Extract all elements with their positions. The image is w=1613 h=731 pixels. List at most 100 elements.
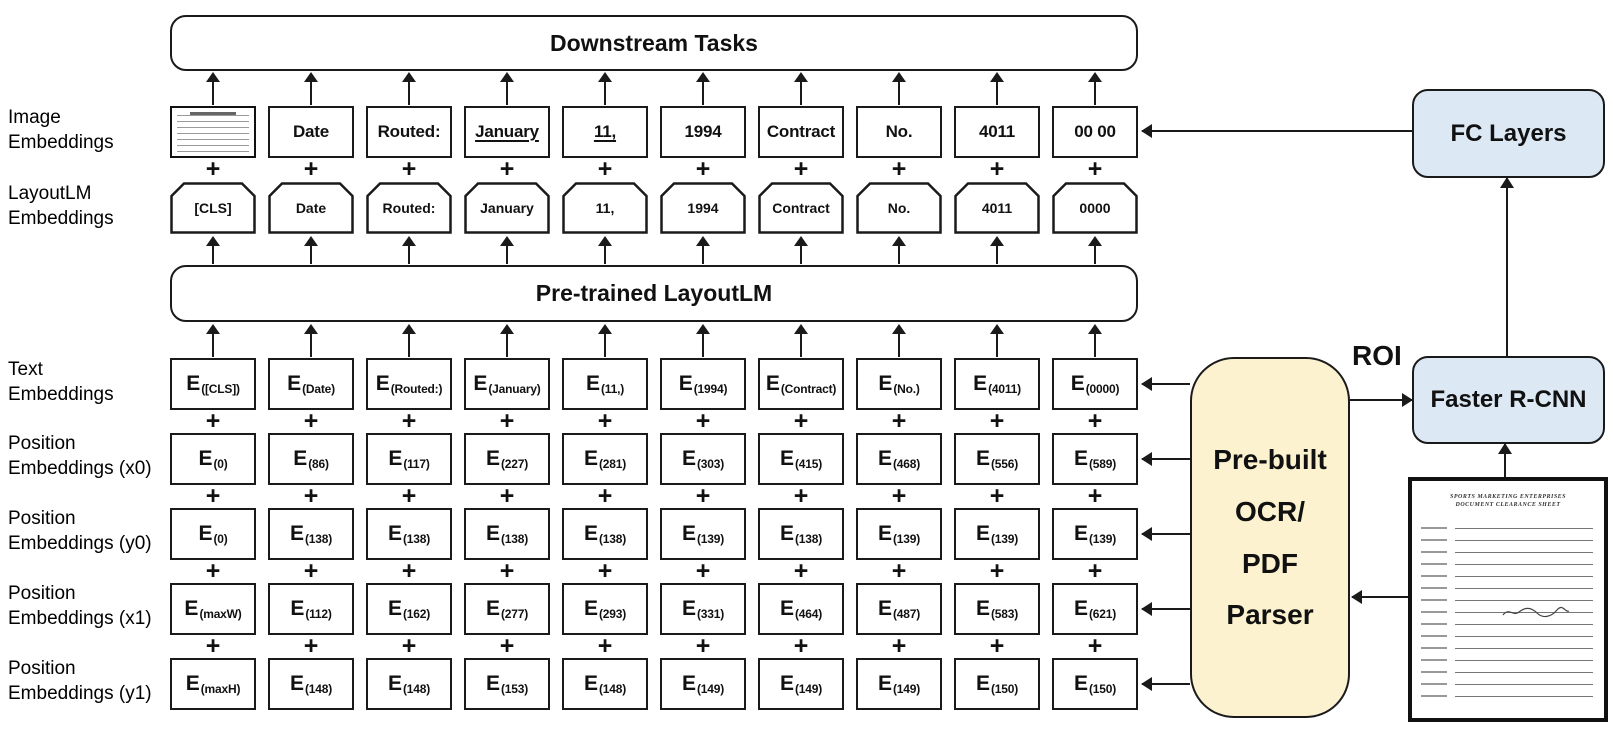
- plus-sign: +: [401, 632, 417, 660]
- plus-sign: +: [1087, 482, 1103, 510]
- position-embedding-box: E(138): [464, 508, 550, 560]
- up-arrow: [954, 72, 1040, 105]
- position-embedding-box: E(138): [268, 508, 354, 560]
- plus-row: ++++++++++: [170, 557, 1138, 585]
- label-layoutlm-embeddings: LayoutLM Embeddings: [8, 183, 114, 229]
- position-embedding-box: E(maxW): [170, 583, 256, 635]
- position-embedding-box: E(149): [856, 658, 942, 710]
- plus-sign: +: [891, 155, 907, 183]
- plus-sign: +: [401, 155, 417, 183]
- image-token-box: 00 00: [1052, 106, 1138, 158]
- position-embedding-box: E(148): [268, 658, 354, 710]
- position-embedding-box: E(149): [758, 658, 844, 710]
- position-embedding-box: E(303): [660, 433, 746, 485]
- up-arrow: [1052, 324, 1138, 357]
- plus-sign: +: [695, 632, 711, 660]
- text-embedding-box: E(January): [464, 358, 550, 410]
- up-arrow: [660, 324, 746, 357]
- position-embedding-box: E(277): [464, 583, 550, 635]
- text-embedding-box: E(11,): [562, 358, 648, 410]
- up-arrow: [562, 236, 648, 264]
- position-embedding-box: E(583): [954, 583, 1040, 635]
- position-embedding-box: E(331): [660, 583, 746, 635]
- arrow-parser-to-position-y1: [1141, 677, 1190, 691]
- position-embedding-box: E(138): [366, 508, 452, 560]
- position-embedding-box: E(227): [464, 433, 550, 485]
- text-embedding-box: E(Contract): [758, 358, 844, 410]
- position-embedding-box: E(293): [562, 583, 648, 635]
- text-embedding-box: E(Date): [268, 358, 354, 410]
- arrow-parser-to-text-embeddings: [1141, 377, 1190, 391]
- position-embedding-box: E(138): [758, 508, 844, 560]
- image-token-box: Date: [268, 106, 354, 158]
- position-embedding-box: E(162): [366, 583, 452, 635]
- position-embedding-box: E(maxH): [170, 658, 256, 710]
- plus-sign: +: [793, 155, 809, 183]
- text-embedding-box: E(Routed:): [366, 358, 452, 410]
- position-embedding-box: E(112): [268, 583, 354, 635]
- label-image-embeddings: Image Embeddings: [8, 107, 114, 153]
- text-embedding-box: E([CLS]): [170, 358, 256, 410]
- arrow-rcnn-to-fc: [1500, 177, 1514, 356]
- arrow-parser-to-rcnn: [1350, 393, 1413, 407]
- document-title-line2: DOCUMENT CLEARANCE SHEET: [1455, 502, 1561, 508]
- layoutlm-embedding-box: No.: [856, 182, 942, 234]
- plus-sign: +: [401, 557, 417, 585]
- position-embedding-box: E(150): [1052, 658, 1138, 710]
- label-position-embeddings-y1: Position Embeddings (y1): [8, 658, 152, 704]
- up-arrow: [1052, 72, 1138, 105]
- up-arrow: [954, 236, 1040, 264]
- layoutlm-embedding-box: Date: [268, 182, 354, 234]
- position-embedding-box: E(148): [366, 658, 452, 710]
- position-embedding-box: E(139): [1052, 508, 1138, 560]
- layoutlm-embedding-box: 1994: [660, 182, 746, 234]
- up-arrow: [464, 72, 550, 105]
- position-embedding-box: E(415): [758, 433, 844, 485]
- plus-sign: +: [989, 482, 1005, 510]
- arrow-parser-to-position-y0: [1141, 527, 1190, 541]
- document-form-lines: [1421, 517, 1595, 697]
- image-embeddings-row: Date Routed: January 11, 1994 Contract N…: [170, 106, 1138, 158]
- plus-sign: +: [205, 407, 221, 435]
- plus-sign: +: [499, 155, 515, 183]
- plus-sign: +: [793, 482, 809, 510]
- arrow-document-to-rcnn: [1498, 443, 1512, 477]
- label-text-embeddings: Text Embeddings: [8, 359, 114, 405]
- up-arrow: [366, 72, 452, 105]
- up-arrow: [660, 72, 746, 105]
- text-embedding-box: E(1994): [660, 358, 746, 410]
- up-arrow: [758, 72, 844, 105]
- label-position-embeddings-x1: Position Embeddings (x1): [8, 583, 152, 629]
- up-arrow: [856, 72, 942, 105]
- plus-sign: +: [303, 155, 319, 183]
- plus-sign: +: [205, 632, 221, 660]
- arrows-pretrained-to-layoutlm: [170, 236, 1138, 264]
- plus-sign: +: [499, 557, 515, 585]
- plus-sign: +: [597, 557, 613, 585]
- document-thumbnail: [170, 106, 256, 158]
- text-embedding-box: E(0000): [1052, 358, 1138, 410]
- up-arrow: [464, 324, 550, 357]
- plus-sign: +: [989, 155, 1005, 183]
- plus-sign: +: [303, 557, 319, 585]
- layoutlm-embedding-box: Contract: [758, 182, 844, 234]
- plus-sign: +: [891, 482, 907, 510]
- up-arrow: [562, 324, 648, 357]
- plus-sign: +: [793, 632, 809, 660]
- up-arrow: [366, 236, 452, 264]
- up-arrow: [562, 72, 648, 105]
- plus-row: ++++++++++: [170, 407, 1138, 435]
- arrow-parser-to-position-x1: [1141, 602, 1190, 616]
- image-token-box: 11,: [562, 106, 648, 158]
- position-y1-row: E(maxH)E(148)E(148)E(153)E(148)E(149)E(1…: [170, 658, 1138, 710]
- position-embedding-box: E(139): [856, 508, 942, 560]
- position-x1-row: E(maxW)E(112)E(162)E(277)E(293)E(331)E(4…: [170, 583, 1138, 635]
- faster-rcnn-box: Faster R-CNN: [1412, 356, 1605, 444]
- up-arrow: [464, 236, 550, 264]
- arrows-image-to-downstream: [170, 72, 1138, 105]
- up-arrow: [856, 324, 942, 357]
- text-embedding-box: E(No.): [856, 358, 942, 410]
- fc-layers-box: FC Layers: [1412, 89, 1605, 178]
- plus-row: ++++++++++: [170, 155, 1138, 183]
- position-embedding-box: E(556): [954, 433, 1040, 485]
